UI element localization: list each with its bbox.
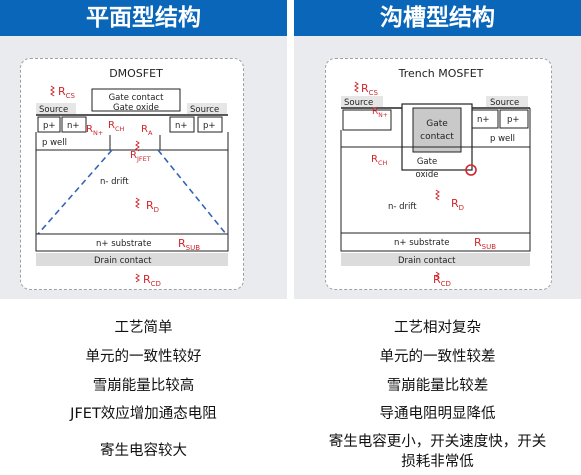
trench-drain-contact-label: Drain contact bbox=[398, 256, 456, 266]
planar-r-a: RA bbox=[141, 124, 153, 137]
trench-n-plus-label: n+ bbox=[477, 115, 490, 125]
trench-n-drift-label: n- drift bbox=[388, 202, 417, 212]
planar-n-substrate bbox=[35, 233, 229, 252]
planar-header: 平面型结构 bbox=[0, 0, 287, 36]
planar-drain-contact bbox=[36, 253, 228, 266]
planar-r-n: RN+ bbox=[86, 124, 103, 137]
planar-p-plus-right-label: p+ bbox=[203, 121, 216, 131]
trench-feature-list: 工艺相对复杂 单元的一致性较差 雪崩能量比较差 导通电阻明显降低 寄生电容更小，… bbox=[294, 302, 581, 472]
trench-diagram: Trench MOSFET Source Source n+ p+ Gate c… bbox=[340, 67, 531, 288]
trench-feature-3: 雪崩能量比较差 bbox=[386, 378, 489, 394]
planar-r-sub: RSUB bbox=[178, 237, 200, 252]
trench-r-cs: RCS bbox=[361, 82, 379, 97]
planar-n-plus-right-label: n+ bbox=[175, 121, 188, 131]
planar-title: DMOSFET bbox=[109, 67, 163, 80]
planar-p-plus-left-label: p+ bbox=[43, 121, 56, 131]
trench-n-substrate-label: n+ substrate bbox=[394, 238, 449, 248]
planar-drain-contact-label: Drain contact bbox=[94, 256, 152, 266]
trench-source-left bbox=[341, 96, 383, 107]
planar-feature-3: 雪崩能量比较高 bbox=[92, 378, 195, 394]
planar-r-ch: RCH bbox=[108, 120, 124, 133]
planar-p-plus-right bbox=[197, 116, 223, 133]
planar-feature-5: 寄生电容较大 bbox=[100, 443, 187, 459]
trench-p-well-label: p well bbox=[490, 134, 515, 144]
trench-r-d: RD bbox=[451, 197, 464, 212]
planar-n-plus-left-label: n+ bbox=[67, 121, 80, 131]
planar-feature-2: 单元的一致性较好 bbox=[85, 349, 202, 365]
trench-feature-5: 寄生电容更小，开关速度快，开关 bbox=[328, 434, 547, 450]
planar-feature-1: 工艺简单 bbox=[114, 320, 173, 336]
planar-gate-contact bbox=[91, 88, 181, 112]
planar-p-well-left-label: p well bbox=[42, 138, 67, 148]
trench-r-ch: RCH bbox=[371, 154, 387, 167]
trench-p-plus-label: p+ bbox=[507, 115, 520, 125]
planar-source-right bbox=[187, 103, 227, 114]
planar-diagram: DMOSFET Gate contact Gate oxide Source S… bbox=[35, 67, 229, 288]
planar-gate-contact-label: Gate contact bbox=[109, 93, 165, 103]
trench-gate-oxide-label-2: oxide bbox=[416, 170, 439, 180]
trench-source-right-label: Source bbox=[490, 98, 519, 108]
trench-feature-4: 导通电阻明显降低 bbox=[379, 406, 496, 422]
trench-title: Trench MOSFET bbox=[398, 67, 484, 80]
trench-drain-contact bbox=[341, 253, 530, 266]
trench-source-left-label: Source bbox=[344, 98, 373, 108]
planar-p-plus-left bbox=[37, 116, 61, 133]
trench-feature-5-cont: 损耗非常低 bbox=[401, 454, 474, 470]
planar-n-drift-label: n- drift bbox=[100, 177, 129, 187]
trench-header: 沟槽型结构 bbox=[294, 0, 581, 36]
planar-r-jfet: RJFET bbox=[130, 150, 151, 163]
trench-n-substrate bbox=[340, 232, 531, 252]
trench-r-n: RN+ bbox=[372, 107, 388, 119]
trench-p-plus bbox=[499, 109, 529, 129]
planar-gate-oxide-label: Gate oxide bbox=[113, 103, 159, 113]
planar-n-plus-left bbox=[61, 116, 87, 133]
planar-feature-list: 工艺简单 单元的一致性较好 雪崩能量比较高 JFET效应增加通态电阻 寄生电容较… bbox=[0, 302, 287, 472]
trench-gate-contact bbox=[412, 107, 462, 153]
planar-source-left-label: Source bbox=[39, 105, 68, 115]
planar-feature-4: JFET效应增加通态电阻 bbox=[70, 406, 217, 422]
trench-gate-oxide-label-1: Gate bbox=[417, 157, 437, 167]
planar-r-cd: RCD bbox=[143, 273, 161, 288]
trench-gate-contact-label-1: Gate bbox=[426, 119, 448, 129]
trench-r-sub: RSUB bbox=[474, 236, 496, 251]
planar-source-left bbox=[36, 103, 76, 114]
planar-r-cs: RCS bbox=[58, 85, 76, 100]
planar-n-plus-right bbox=[169, 116, 195, 133]
trench-source-right bbox=[486, 96, 528, 107]
planar-source-right-label: Source bbox=[190, 105, 219, 115]
planar-n-substrate-label: n+ substrate bbox=[96, 239, 151, 249]
trench-r-cd: RCD bbox=[433, 273, 451, 288]
trench-gate-contact-label-2: contact bbox=[420, 132, 454, 142]
planar-r-d: RD bbox=[146, 199, 159, 214]
trench-feature-1: 工艺相对复杂 bbox=[394, 320, 481, 336]
trench-feature-2: 单元的一致性较差 bbox=[379, 349, 496, 365]
